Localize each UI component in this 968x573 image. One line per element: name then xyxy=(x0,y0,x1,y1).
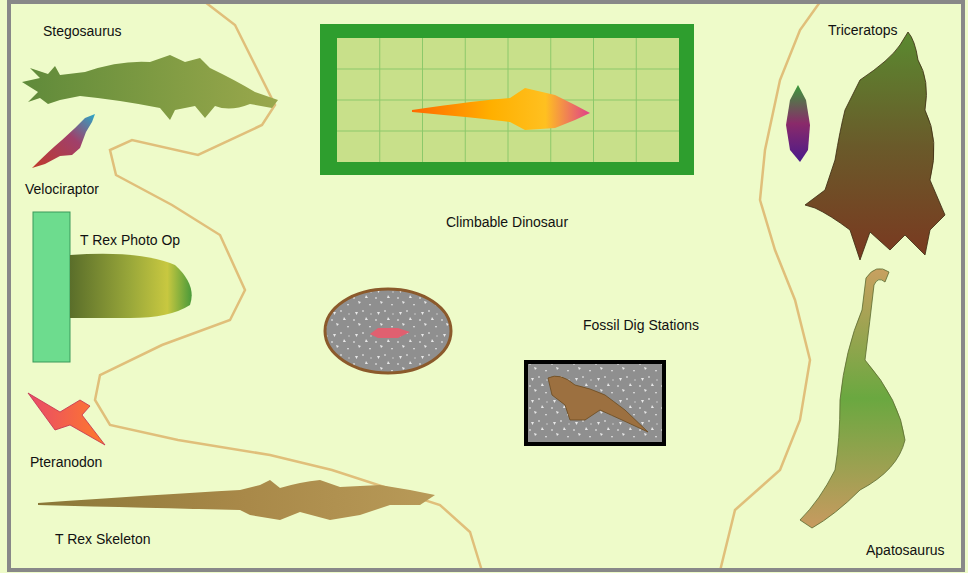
dig-pit xyxy=(325,289,451,373)
apatosaurus-figure xyxy=(800,269,905,528)
dig-box xyxy=(526,362,664,444)
photo-backdrop xyxy=(33,212,70,362)
pteranodon-figure xyxy=(28,393,105,445)
t-rex-figure xyxy=(70,254,192,318)
grid-line xyxy=(337,69,679,70)
climbing-mat xyxy=(337,38,679,162)
path-edge xyxy=(720,2,820,571)
grid-line xyxy=(337,131,679,132)
map-border xyxy=(9,2,963,570)
area-label: Climbable Dinosaur xyxy=(446,214,568,230)
triceratops-figure xyxy=(805,32,945,260)
area-label: Stegosaurus xyxy=(43,23,122,39)
velociraptor-figure xyxy=(32,114,95,168)
fossil-figure xyxy=(548,376,648,432)
area-label: Pteranodon xyxy=(30,454,102,470)
area-label: Triceratops xyxy=(828,22,898,38)
area-label: Fossil Dig Stations xyxy=(583,317,699,333)
area-label: Apatosaurus xyxy=(866,542,945,558)
fossil-figure xyxy=(370,328,410,338)
climbing-frame xyxy=(320,24,694,175)
area-label: T Rex Skeleton xyxy=(55,531,150,547)
area-label: T Rex Photo Op xyxy=(80,232,180,248)
area-label: Velociraptor xyxy=(25,181,99,197)
stegosaurus-figure xyxy=(22,55,278,120)
skeleton-figure xyxy=(38,480,435,520)
climbable-figure xyxy=(412,88,590,130)
small-dinosaur-figure xyxy=(786,85,810,162)
climbing-grid xyxy=(337,38,679,162)
